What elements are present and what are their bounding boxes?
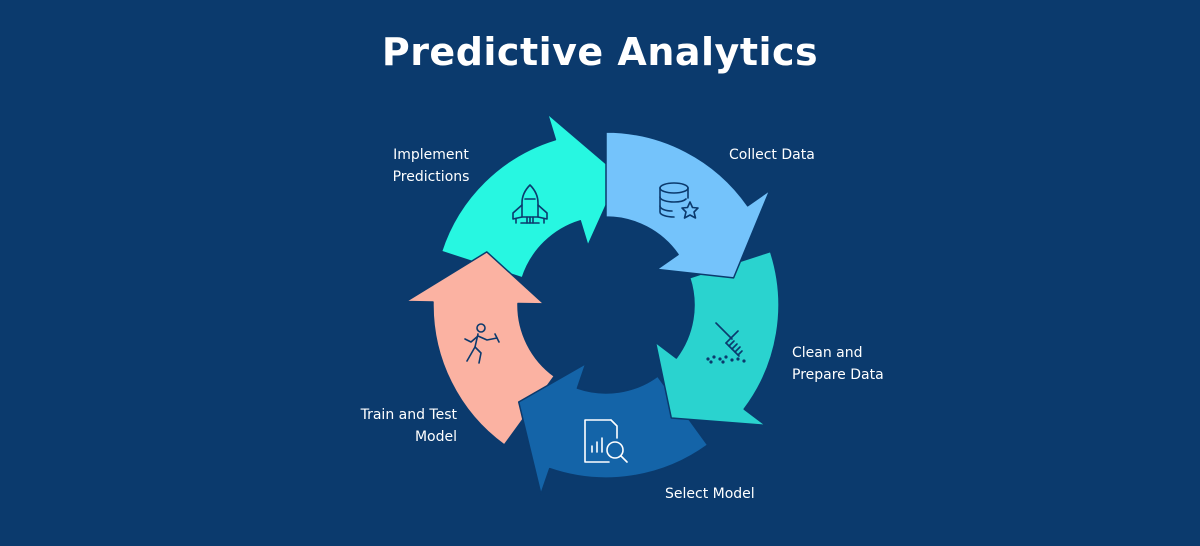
step-label-clean: Clean and Prepare Data	[792, 345, 884, 383]
document-chart-search-icon	[584, 419, 628, 463]
rocket-icon	[512, 184, 548, 224]
arrow-segment-select	[517, 362, 709, 495]
arrow-segment-clean	[654, 250, 780, 427]
step-label-collect: Collect Data	[729, 147, 815, 163]
arrow-segment-train	[405, 251, 556, 446]
step-label-train: Train and Test Model	[360, 407, 457, 445]
arrow-segment-implement	[440, 112, 621, 279]
database-star-icon	[659, 182, 699, 219]
step-label-implement: Implement Predictions	[392, 147, 470, 185]
cycle-icons	[464, 182, 746, 463]
rake-icon	[706, 322, 746, 364]
person-exercising-icon	[464, 323, 500, 364]
page-title: Predictive Analytics	[381, 30, 819, 74]
step-label-select: Select Model	[665, 486, 755, 502]
